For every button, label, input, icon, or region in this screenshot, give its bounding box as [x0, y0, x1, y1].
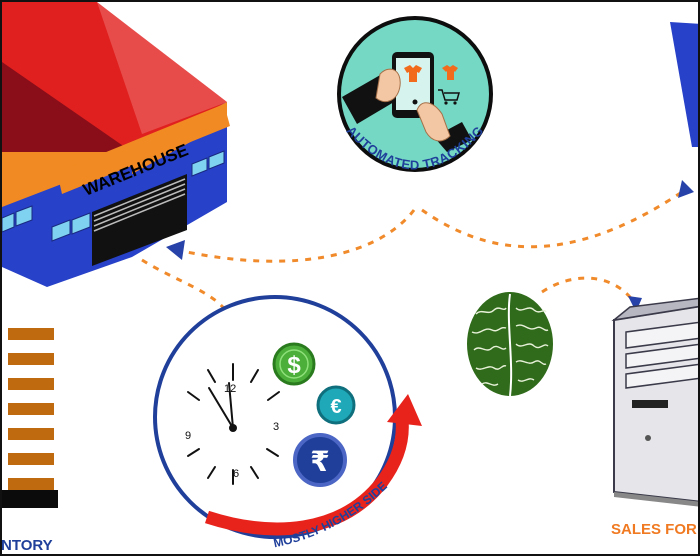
rupee-coin-icon: ₹ [293, 433, 347, 487]
clock-center [229, 424, 237, 432]
brain-icon [467, 292, 553, 397]
warehouse-door [92, 174, 187, 266]
dollar-coin-icon: $ [272, 342, 316, 386]
warehouse-windows [2, 150, 225, 242]
warehouse-building: WAREHOUSE [2, 2, 230, 287]
inventory-stack-icon [2, 328, 58, 508]
door-shutter-lines [93, 178, 186, 232]
euro-symbol: € [330, 396, 341, 418]
computer-tower-icon [611, 297, 698, 507]
arrowhead-warehouse [166, 240, 185, 260]
warehouse-roof-shade [2, 62, 132, 152]
inventory-base [2, 490, 58, 508]
flow-connectors [141, 190, 683, 318]
inventory-label: NTORY [2, 537, 53, 554]
tower-top [611, 297, 698, 322]
automated-tracking-node: AUTOMATED TRACKING [337, 16, 493, 173]
clock-node: 12 3 6 9 $ € ₹ MOSTLY HIGHER SIDE [153, 295, 422, 550]
clock-ticks [187, 363, 280, 485]
arrowhead-computer [628, 296, 642, 312]
connector-brain-to-computer [541, 276, 636, 303]
sales-label: SALES FOR [611, 521, 697, 538]
connector-tracking-to-warehouse [176, 209, 416, 263]
tower-base [614, 492, 698, 507]
rising-arrow [205, 419, 409, 536]
partial-blue-shape [670, 22, 698, 147]
clock-number-3: 3 [273, 421, 279, 433]
inventory-shelves [8, 328, 54, 490]
connector-tracking-to-top-right [421, 190, 683, 249]
tower-drive-bays [625, 321, 698, 389]
clock-number-6: 6 [233, 468, 239, 480]
clock-hands [208, 382, 234, 429]
clock-number-9: 9 [185, 430, 191, 442]
euro-coin-icon: € [316, 385, 356, 425]
arrowhead-top-right [678, 180, 694, 198]
rupee-symbol: ₹ [310, 446, 329, 477]
brain-folds [471, 307, 549, 386]
dollar-symbol: $ [287, 352, 301, 379]
tower-button [645, 435, 651, 441]
roof-highlight [97, 2, 227, 134]
warehouse-sign-band [57, 104, 230, 194]
connector-warehouse-to-clock [141, 258, 232, 318]
brain-center-line [507, 293, 513, 397]
tower-slot [632, 400, 668, 408]
smartphone-hand-icon [342, 52, 472, 152]
rising-arrowhead [387, 394, 422, 426]
